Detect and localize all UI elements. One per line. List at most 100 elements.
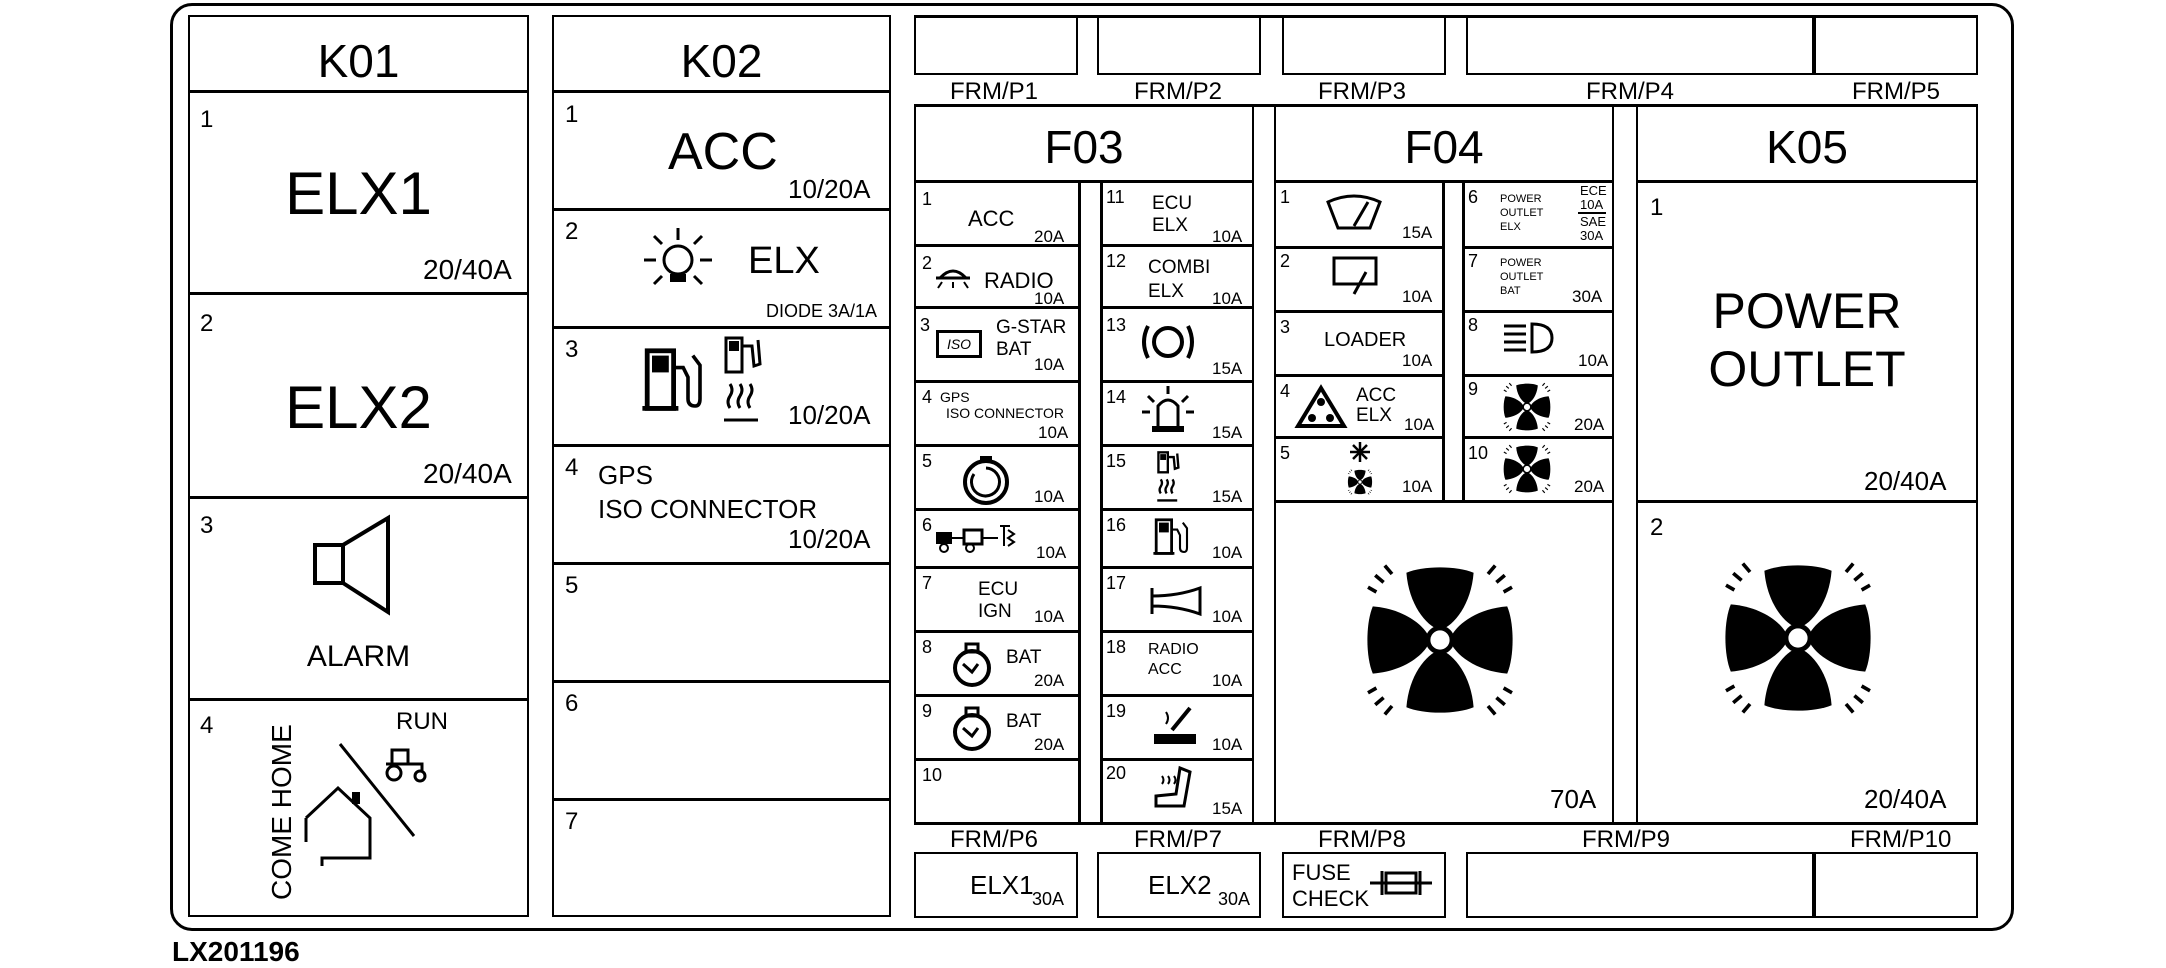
ignition-icon bbox=[953, 706, 991, 751]
frm-p10-box bbox=[1814, 852, 1978, 918]
frm-p7-box bbox=[1097, 852, 1261, 918]
divider bbox=[914, 630, 1079, 633]
ece-sae-divider bbox=[1578, 212, 1606, 214]
fuse-icon bbox=[1370, 871, 1432, 895]
frm-label: FRM/P7 bbox=[1134, 826, 1223, 853]
divider bbox=[1462, 436, 1614, 439]
frm-p3-box bbox=[1282, 15, 1446, 75]
fuse-label: ACC bbox=[968, 206, 1015, 231]
fuse-rating: 15A bbox=[1212, 487, 1243, 506]
divider bbox=[914, 244, 1079, 247]
k01-block bbox=[188, 15, 529, 917]
k02-slot1-rating: 10/20A bbox=[788, 174, 871, 204]
divider bbox=[914, 508, 1079, 511]
heated-seat-icon bbox=[1154, 765, 1192, 808]
document-id: LX201196 bbox=[172, 936, 300, 967]
divider bbox=[1100, 758, 1254, 761]
fuse-label-3: ELX bbox=[1500, 221, 1521, 233]
frm-p5-box bbox=[1814, 15, 1978, 75]
fuel-heater-icon bbox=[1157, 451, 1180, 502]
fuse-number: 2 bbox=[922, 253, 933, 273]
fuse-label-2: ISO CONNECTOR bbox=[946, 405, 1064, 421]
fuse-number: 13 bbox=[1106, 315, 1127, 335]
slot-number: 3 bbox=[200, 512, 214, 539]
fuse-rating: 10A bbox=[1034, 607, 1065, 626]
implement-icon bbox=[936, 525, 1016, 553]
beacon-icon bbox=[1142, 386, 1194, 432]
divider bbox=[188, 698, 529, 701]
divider bbox=[1274, 436, 1442, 439]
fuse-box-outline bbox=[170, 3, 2014, 931]
divider bbox=[552, 208, 891, 211]
fuel-heater-icon bbox=[724, 336, 762, 422]
fuse-rating: 15A bbox=[1212, 359, 1243, 378]
divider bbox=[1636, 500, 1978, 503]
fuse-label: RADIO bbox=[1148, 641, 1199, 658]
fuse-number: 8 bbox=[922, 637, 933, 657]
fuse-number: 9 bbox=[922, 701, 933, 721]
fuse-number: 11 bbox=[1106, 187, 1125, 207]
slot-number: 3 bbox=[565, 336, 579, 363]
k01-slot3-label: ALARM bbox=[306, 640, 411, 673]
fuse-rating: 20A bbox=[1574, 477, 1605, 496]
fuse-rating: 10A bbox=[1212, 289, 1243, 308]
k02-slot4-line2: ISO CONNECTOR bbox=[598, 494, 818, 524]
frm-label: FRM/P9 bbox=[1582, 826, 1671, 853]
f04-center-divider bbox=[1442, 180, 1445, 500]
frm-p6-box bbox=[914, 852, 1078, 918]
fuse-label: ACC bbox=[1356, 385, 1397, 406]
divider bbox=[914, 380, 1079, 383]
fuel-pump-icon bbox=[1152, 518, 1189, 555]
iso-icon: ISO bbox=[936, 330, 982, 358]
climate-icon bbox=[1347, 442, 1373, 495]
slot-number: 2 bbox=[1650, 514, 1664, 541]
fuse-rating: 10A bbox=[1034, 487, 1065, 506]
k02-slot4-line1: GPS bbox=[598, 460, 653, 490]
fuse-ece-rating: 10A bbox=[1580, 197, 1604, 212]
slot-number: 7 bbox=[565, 808, 579, 835]
fuse-rating: 15A bbox=[1402, 223, 1433, 242]
frm-p2-box bbox=[1097, 15, 1261, 75]
fuse-number: 2 bbox=[1280, 251, 1291, 271]
divider bbox=[1100, 566, 1254, 569]
fuse-number: 6 bbox=[1468, 187, 1479, 207]
fuel-pump-icon bbox=[640, 340, 712, 424]
fuse-label: ECU bbox=[1152, 193, 1193, 214]
fuse-number: 3 bbox=[1280, 317, 1291, 337]
ignition-icon bbox=[953, 642, 991, 687]
fuse-number: 4 bbox=[1280, 381, 1291, 401]
k01-slot4-run: RUN bbox=[396, 708, 448, 735]
fuse-number: 1 bbox=[1280, 187, 1291, 207]
frm-label: FRM/P6 bbox=[950, 826, 1039, 853]
f03-title: F03 bbox=[1044, 121, 1124, 173]
divider bbox=[914, 444, 1079, 447]
k01-slot2-label: ELX2 bbox=[285, 374, 432, 441]
fuse-label: POWER bbox=[1500, 193, 1542, 205]
fuse-label-2: BAT bbox=[996, 339, 1032, 360]
rear-wiper-icon bbox=[1332, 256, 1378, 295]
divider bbox=[914, 566, 1079, 569]
fuse-number: 16 bbox=[1106, 515, 1127, 535]
k02-title: K02 bbox=[680, 35, 763, 87]
divider bbox=[1274, 310, 1442, 313]
fuse-rating: 10A bbox=[1402, 287, 1433, 306]
fuse-number: 8 bbox=[1468, 315, 1479, 335]
fuse-rating: 10A bbox=[1212, 671, 1243, 690]
fuse-label-2: ELX bbox=[1152, 215, 1188, 236]
f04-block bbox=[1274, 104, 1614, 824]
fuse-label-2: IGN bbox=[978, 601, 1012, 622]
lamp-icon bbox=[644, 228, 712, 286]
frm-label: FRM/P8 bbox=[1318, 826, 1407, 853]
fuse-rating: 20A bbox=[1034, 227, 1065, 246]
frm-label: FRM/P10 bbox=[1850, 826, 1952, 853]
fuse-number: 4 bbox=[922, 387, 933, 407]
fuse-number: 5 bbox=[1280, 443, 1291, 463]
divider bbox=[1100, 630, 1254, 633]
fuse-rating: 10A bbox=[1212, 543, 1243, 562]
p7-rating: 30A bbox=[1218, 889, 1251, 909]
fuse-sae-rating: 30A bbox=[1580, 228, 1604, 243]
frm-p8-box bbox=[1282, 852, 1446, 918]
k01-slot1-label: ELX1 bbox=[285, 160, 432, 227]
fuse-label-2: ELX bbox=[1148, 281, 1184, 302]
fuse-rating: 10A bbox=[1034, 355, 1065, 374]
